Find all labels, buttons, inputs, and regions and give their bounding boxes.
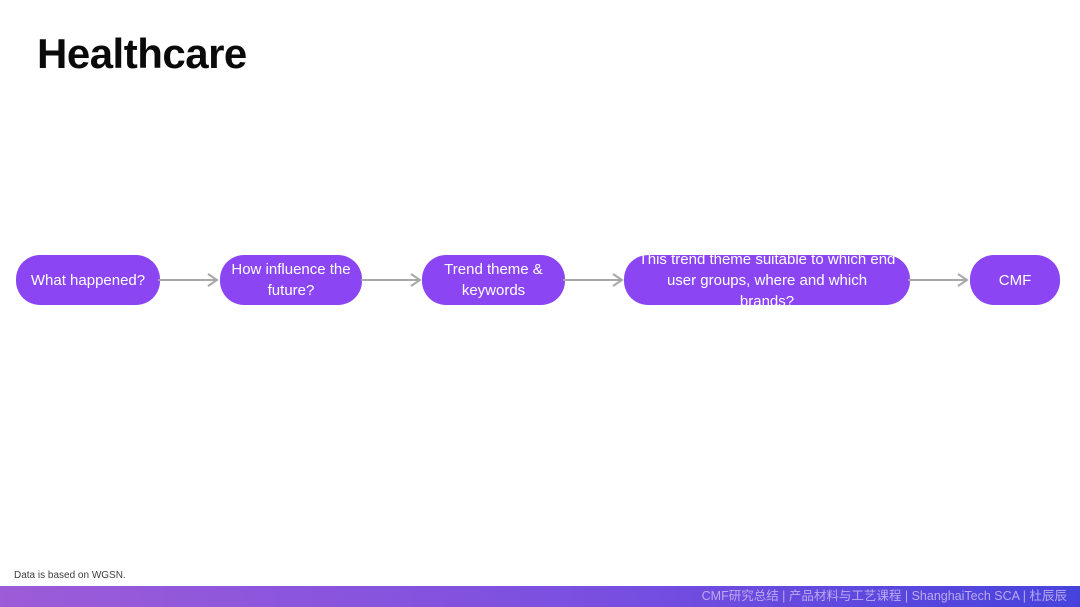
footer-bar: CMF研究总结 | 产品材料与工艺课程 | ShanghaiTech SCA |… (0, 586, 1080, 607)
footer-text: CMF研究总结 | 产品材料与工艺课程 | ShanghaiTech SCA |… (701, 589, 1067, 603)
flow-step-how-influence: How influence the future? (220, 255, 362, 305)
right-arrow-icon (563, 273, 624, 287)
flow-step-cmf: CMF (970, 255, 1060, 305)
flow-step-trend-theme: Trend theme & keywords (422, 255, 565, 305)
flow-step-label: Trend theme & keywords (444, 261, 543, 299)
flow-step-what-happened: What happened? (16, 255, 160, 305)
flow-step-label: What happened? (30, 271, 146, 289)
right-arrow-icon (158, 273, 219, 287)
source-note: Data is based on WGSN. (14, 570, 126, 581)
page-title: Healthcare (37, 30, 247, 77)
right-arrow-icon (361, 273, 422, 287)
flow-step-label: This trend theme suitable to which end u… (638, 250, 896, 310)
right-arrow-icon (908, 273, 969, 287)
flow-step-label: CMF (998, 271, 1032, 289)
flow-step-user-groups: This trend theme suitable to which end u… (624, 251, 910, 310)
flow-step-label: How influence the future? (231, 261, 351, 299)
